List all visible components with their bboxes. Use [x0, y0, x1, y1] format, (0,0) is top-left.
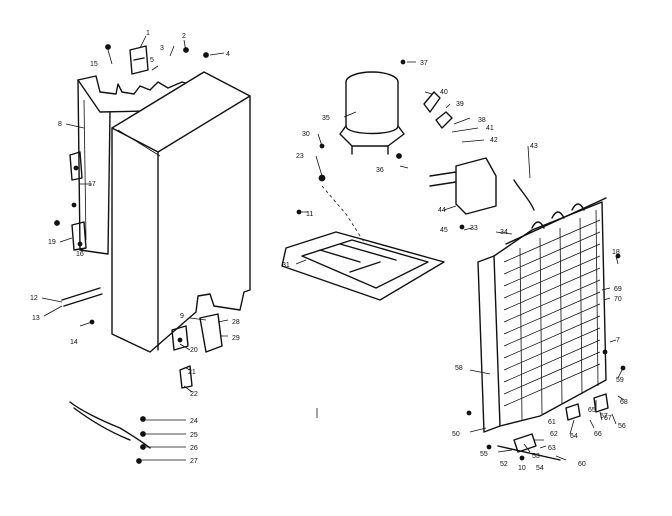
- callout-55: 55: [480, 451, 488, 458]
- callout-54: 54: [536, 465, 544, 472]
- callout-67: 67: [604, 415, 612, 422]
- callout-69: 69: [614, 286, 622, 293]
- callout-33: 33: [470, 225, 478, 232]
- callout-14: 14: [70, 339, 78, 346]
- callout-66: 66: [594, 431, 602, 438]
- callout-22: 22: [190, 391, 198, 398]
- callout-59: 59: [616, 377, 624, 384]
- callout-13: 13: [32, 315, 40, 322]
- callout-57: 57: [600, 413, 608, 420]
- callout-50: 50: [452, 431, 460, 438]
- callout-12: 12: [30, 295, 38, 302]
- callout-7: 7: [616, 337, 620, 344]
- callout-3: 3: [160, 45, 164, 52]
- callout-58: 58: [455, 365, 463, 372]
- callout-1: 1: [146, 30, 150, 37]
- callout-70: 70: [614, 296, 622, 303]
- callout-63: 63: [548, 445, 556, 452]
- callout-4: 4: [226, 51, 230, 58]
- callout-19: 19: [48, 239, 56, 246]
- capacitor: [455, 157, 497, 215]
- callout-2: 2: [182, 33, 186, 40]
- callout-30: 30: [302, 131, 310, 138]
- callout-15: 15: [90, 61, 98, 68]
- callout-36: 36: [376, 167, 384, 174]
- callout-27: 27: [190, 458, 198, 465]
- callout-20: 20: [190, 347, 198, 354]
- compressor-assembly: [281, 71, 535, 301]
- compressor: [345, 82, 399, 135]
- callout-43: 43: [530, 143, 538, 150]
- callout-8: 8: [58, 121, 62, 128]
- callout-41: 41: [486, 125, 494, 132]
- callout-26: 26: [190, 445, 198, 452]
- callout-18: 18: [612, 249, 620, 256]
- callout-45: 45: [440, 227, 448, 234]
- callout-16: 16: [76, 251, 84, 258]
- callout-23: 23: [296, 153, 304, 160]
- callout-38: 38: [478, 117, 486, 124]
- callout-28: 28: [232, 319, 240, 326]
- callout-10: 10: [518, 465, 526, 472]
- callout-64: 64: [570, 433, 578, 440]
- callout-24: 24: [190, 418, 198, 425]
- callout-29: 29: [232, 335, 240, 342]
- callout-17: 17: [88, 181, 96, 188]
- callout-31: 31: [282, 262, 290, 269]
- callout-61: 61: [548, 419, 556, 426]
- callout-68: 68: [620, 399, 628, 406]
- wire-harness: [69, 401, 151, 449]
- leader-lines: [41, 35, 625, 461]
- callout-9: 9: [180, 313, 184, 320]
- callout-39: 39: [456, 101, 464, 108]
- callout-40: 40: [440, 89, 448, 96]
- callout-62: 62: [550, 431, 558, 438]
- callout-60: 60: [578, 461, 586, 468]
- hardware: [54, 44, 626, 464]
- callout-37: 37: [420, 60, 428, 67]
- callout-35: 35: [322, 115, 330, 122]
- callout-labels: 1 2 4 15 3 5 8 17 19 16 12 13 14 9 28 29…: [30, 30, 628, 472]
- cabinet-assembly: [61, 45, 251, 449]
- callout-56: 56: [618, 423, 626, 430]
- base-frame: [281, 231, 445, 301]
- condenser-coil: [477, 197, 609, 461]
- callout-52: 52: [500, 461, 508, 468]
- callout-21: 21: [188, 369, 196, 376]
- callout-34: 34: [500, 229, 508, 236]
- callout-44: 44: [438, 207, 446, 214]
- callout-25: 25: [190, 432, 198, 439]
- callout-65: 65: [588, 407, 596, 414]
- callout-5: 5: [150, 57, 154, 64]
- callout-53: 53: [532, 453, 540, 460]
- callout-11: 11: [306, 211, 313, 218]
- cabinet-box: [111, 71, 251, 353]
- callout-42: 42: [490, 137, 498, 144]
